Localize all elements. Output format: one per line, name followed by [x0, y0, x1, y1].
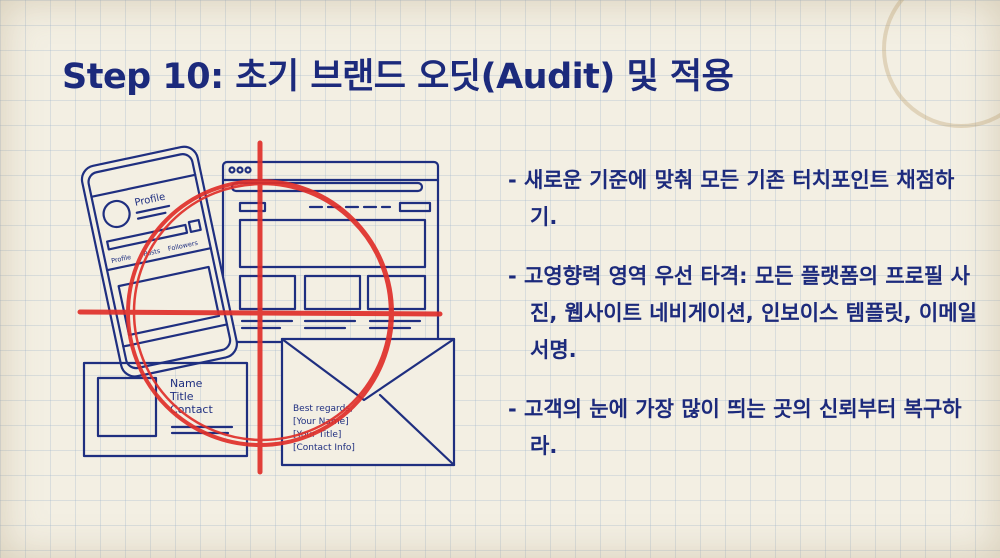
card-name: Name — [170, 377, 203, 390]
bullet-item: - 고영향력 영역 우선 타격: 모든 플랫폼의 프로필 사진, 웹사이트 네비… — [508, 264, 977, 362]
page-title: Step 10: 초기 브랜드 오딧(Audit) 및 적용 — [62, 57, 734, 97]
email-envelope-sketch: Best regards, [Your Name] [Your Title] [… — [280, 337, 456, 467]
signature-name: [Your Name] — [293, 417, 349, 427]
bullet-item: - 고객의 눈에 가장 많이 띄는 곳의 신뢰부터 복구하라. — [508, 397, 962, 458]
signature-regards: Best regards, — [293, 404, 353, 414]
bullet-list: - 새로운 기준에 맞춰 모든 기존 터치포인트 채점하기. - 고영향력 영역… — [508, 162, 978, 487]
signature-contact: [Contact Info] — [293, 443, 355, 453]
card-contact: Contact — [170, 403, 213, 416]
signature-title: [Your Title] — [293, 430, 341, 440]
phone-tab-posts: Posts — [143, 247, 162, 258]
bullet-item: - 새로운 기준에 맞춰 모든 기존 터치포인트 채점하기. — [508, 168, 955, 229]
phone-profile-sketch: Profile Profile Posts Followers — [80, 145, 238, 378]
card-title: Title — [169, 390, 194, 403]
business-card-sketch: Name Title Contact — [82, 361, 249, 458]
target-crosshair-icon — [77, 140, 443, 475]
